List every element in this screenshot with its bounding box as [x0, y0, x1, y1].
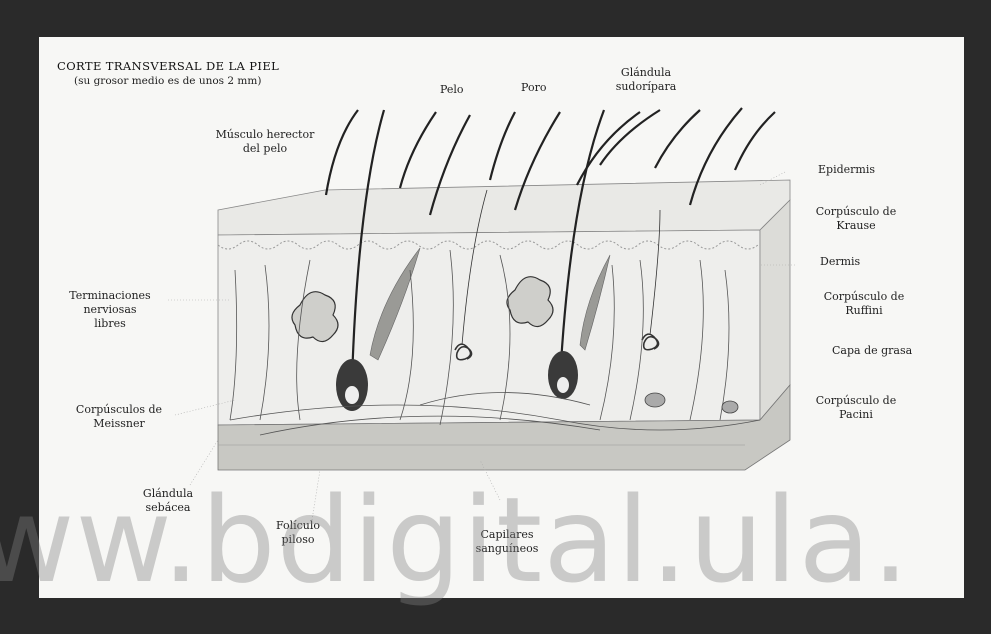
- side-face: [760, 200, 790, 420]
- label-pelo: Pelo: [440, 83, 464, 97]
- label-terminaciones-nerviosas: Terminaciones nerviosas libres: [60, 289, 160, 331]
- label-musculo-erector: Músculo herector del pelo: [200, 128, 330, 156]
- diagram-subtitle: (su grosor medio es de unos 2 mm): [74, 75, 261, 87]
- label-corpusculo-krause: Corpúsculo de Krause: [806, 205, 906, 233]
- label-capilares-sanguineos: Capilares sanguíneos: [462, 528, 552, 556]
- label-corpusculo-ruffini: Corpúsculo de Ruffini: [814, 290, 914, 318]
- label-corpusculos-meissner: Corpúsculos de Meissner: [64, 403, 174, 431]
- label-foliculo-piloso: Folículo piloso: [258, 519, 338, 547]
- epidermis-top-surface: [218, 180, 790, 235]
- label-dermis: Dermis: [820, 255, 860, 269]
- label-poro: Poro: [521, 81, 546, 95]
- label-epidermis: Epidermis: [818, 163, 875, 177]
- label-glandula-sebacea: Glándula sebácea: [128, 487, 208, 515]
- label-corpusculo-pacini: Corpúsculo de Pacini: [806, 394, 906, 422]
- label-glandula-sudoripara: Glándula sudorípara: [600, 66, 692, 94]
- label-capa-grasa: Capa de grasa: [832, 344, 912, 358]
- diagram-title: CORTE TRANSVERSAL DE LA PIEL: [57, 59, 279, 73]
